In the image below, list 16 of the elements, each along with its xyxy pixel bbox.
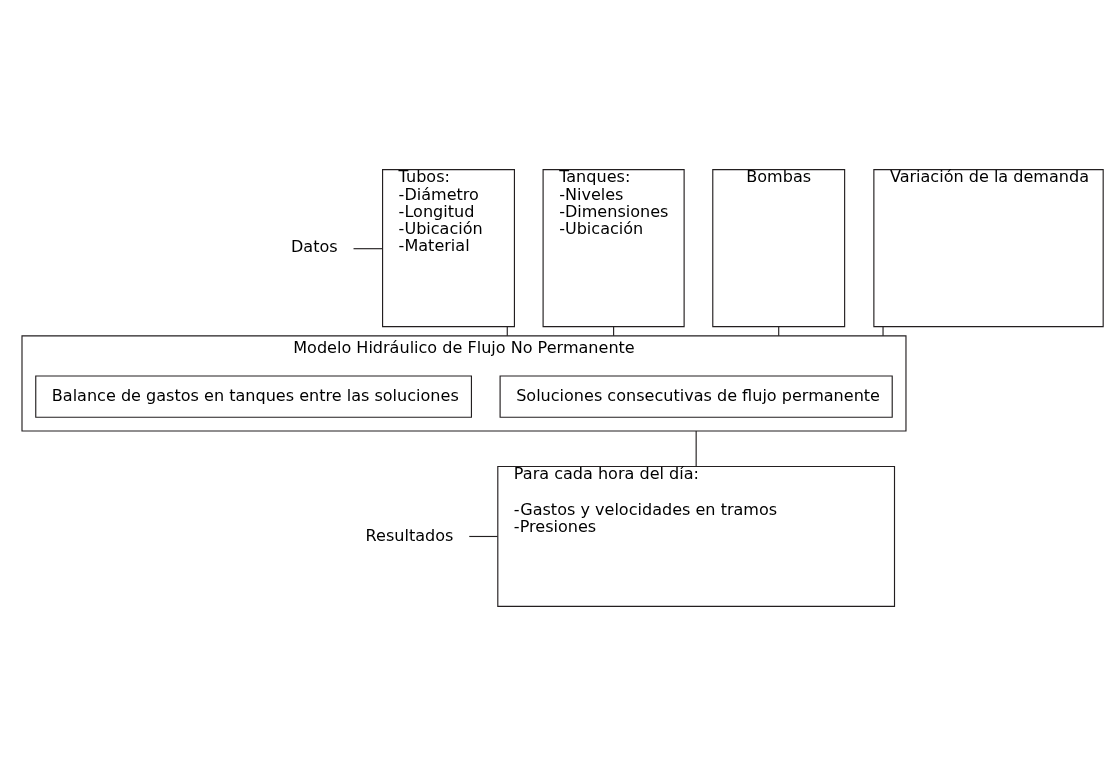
node-box: Balance de gastos en tanques entre las soluciones bbox=[35, 375, 472, 418]
node-text: Resultados bbox=[365, 525, 454, 545]
connector bbox=[352, 248, 384, 250]
connector bbox=[695, 430, 697, 468]
node-box: Variación de la demanda bbox=[873, 169, 1104, 328]
connector bbox=[468, 535, 499, 538]
connector bbox=[506, 326, 508, 337]
node-box: Tubos: -Diámetro -Longitud -Ubicación -Material bbox=[382, 169, 515, 328]
node-box: Tanques: -Niveles -Dimensiones -Ubicación bbox=[542, 169, 685, 328]
node-box: Bombas bbox=[712, 169, 846, 328]
node-box: Para cada hora del día: -Gastos y velocidades en tramos -Presiones bbox=[497, 465, 896, 607]
connector bbox=[778, 326, 780, 337]
node-text: Datos bbox=[291, 237, 338, 257]
connector bbox=[613, 326, 615, 337]
node-box: Soluciones consecutivas de flujo permanente bbox=[499, 375, 893, 418]
connector bbox=[882, 326, 884, 337]
